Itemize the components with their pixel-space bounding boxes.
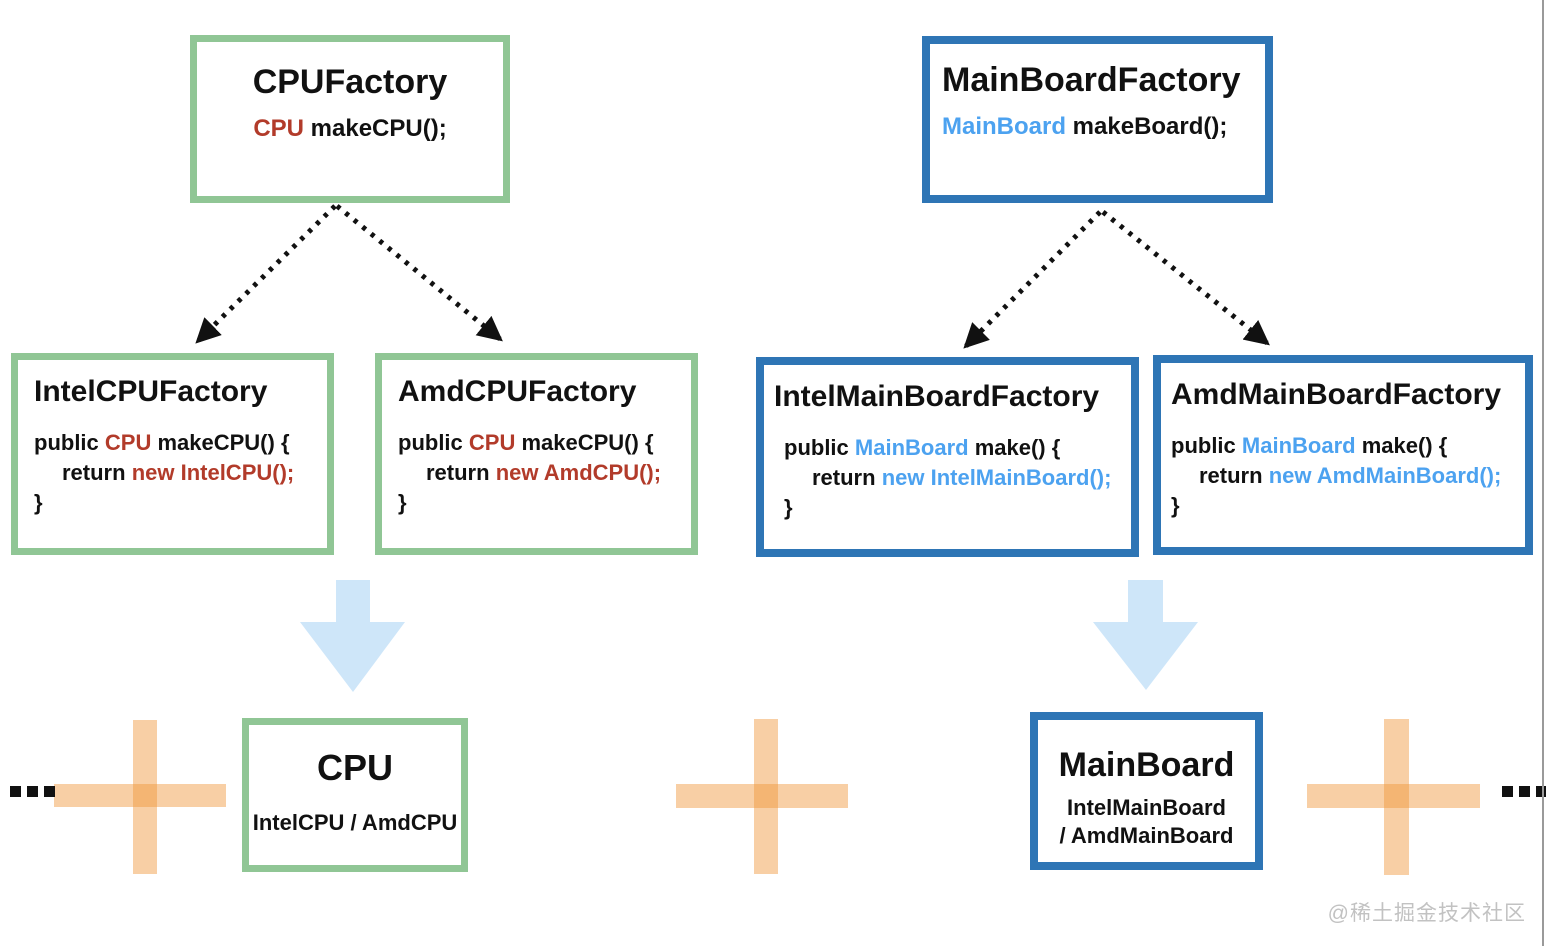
- product-subtitle-line1: IntelMainBoard: [1067, 795, 1226, 820]
- method-name: make() {: [968, 435, 1061, 460]
- inheritance-arrow-mbfactory-amd: [1101, 210, 1270, 346]
- new-expression: new IntelMainBoard();: [881, 465, 1112, 490]
- ellipsis-left: ...: [10, 786, 55, 797]
- inheritance-arrow-cpufactory-intel: [195, 204, 337, 344]
- code-line: }: [1171, 491, 1525, 521]
- code-line: public MainBoard make() {: [1171, 431, 1525, 461]
- keyword-return: return: [812, 465, 882, 490]
- code-line: public CPU makeCPU() {: [398, 428, 691, 458]
- new-expression: new IntelCPU();: [131, 460, 295, 485]
- class-box-cpu-factory: CPUFactory CPU makeCPU();: [190, 35, 510, 203]
- ellipsis-dot: [44, 786, 55, 797]
- class-title: CPUFactory: [252, 63, 448, 101]
- method-name: makeCPU() {: [515, 430, 654, 455]
- code-line: public MainBoard make() {: [784, 433, 1131, 463]
- class-box-cpu-product: CPU IntelCPU / AmdCPU: [242, 718, 468, 872]
- class-title: MainBoard: [1058, 746, 1235, 784]
- return-type: CPU: [104, 430, 152, 455]
- produces-arrow-mainboard-icon: [1093, 580, 1198, 690]
- class-title: AmdCPUFactory: [398, 375, 637, 408]
- return-type: MainBoard: [1241, 433, 1356, 458]
- method-name: makeCPU() {: [151, 430, 290, 455]
- closing-brace: }: [784, 495, 793, 520]
- code-line: return new AmdCPU();: [398, 458, 691, 488]
- produces-arrow-cpu-icon: [300, 580, 405, 692]
- keyword-return: return: [426, 460, 496, 485]
- watermark: @稀土掘金技术社区: [1327, 902, 1526, 925]
- class-title: AmdMainBoardFactory: [1171, 378, 1502, 411]
- plus-vertical-bar: [1384, 719, 1409, 875]
- inheritance-arrow-mbfactory-intel: [963, 210, 1102, 349]
- product-subtitle-line2: / AmdMainBoard: [1059, 823, 1234, 848]
- inheritance-arrow-cpufactory-amd: [335, 204, 503, 342]
- return-type: MainBoard: [942, 113, 1067, 140]
- return-type: MainBoard: [854, 435, 969, 460]
- keyword-return: return: [62, 460, 132, 485]
- keyword-public: public: [1171, 433, 1242, 458]
- ellipsis-dot: [1519, 786, 1530, 797]
- return-type: CPU: [253, 115, 304, 142]
- class-box-intel-cpu-factory: IntelCPUFactory public CPU makeCPU() { r…: [11, 353, 334, 555]
- code-block: public CPU makeCPU() { return new AmdCPU…: [398, 428, 691, 518]
- method-signature: CPU makeCPU();: [197, 114, 503, 144]
- class-title: IntelCPUFactory: [34, 375, 268, 408]
- keyword-public: public: [398, 430, 469, 455]
- return-type: CPU: [468, 430, 516, 455]
- code-block: public MainBoard make() { return new Amd…: [1171, 431, 1525, 521]
- code-line: return new AmdMainBoard();: [1171, 461, 1525, 491]
- new-expression: new AmdCPU();: [495, 460, 662, 485]
- code-block: public CPU makeCPU() { return new IntelC…: [34, 428, 327, 518]
- class-box-amd-cpu-factory: AmdCPUFactory public CPU makeCPU() { ret…: [375, 353, 698, 555]
- code-line: }: [34, 488, 327, 518]
- code-line: return new IntelCPU();: [34, 458, 327, 488]
- new-expression: new AmdMainBoard();: [1268, 463, 1502, 488]
- plus-vertical-bar: [754, 719, 778, 874]
- class-title: CPU: [316, 747, 393, 788]
- plus-horizontal-bar: [1307, 784, 1480, 808]
- ellipsis-dot: [1502, 786, 1513, 797]
- closing-brace: }: [398, 490, 407, 515]
- class-title: MainBoardFactory: [942, 61, 1241, 99]
- ellipsis-dot: [27, 786, 38, 797]
- code-line: }: [398, 488, 691, 518]
- class-box-intel-mainboard-factory: IntelMainBoardFactory public MainBoard m…: [756, 357, 1139, 557]
- ellipsis-dot: [10, 786, 21, 797]
- keyword-public: public: [784, 435, 855, 460]
- method-name: makeCPU();: [303, 115, 447, 142]
- code-block: public MainBoard make() { return new Int…: [774, 433, 1131, 523]
- page-edge-line: [1542, 0, 1544, 946]
- plus-horizontal-bar: [54, 784, 226, 807]
- plus-vertical-bar: [133, 720, 157, 874]
- code-line: }: [784, 493, 1131, 523]
- product-subtitle: IntelCPU / AmdCPU: [252, 810, 458, 835]
- keyword-public: public: [34, 430, 105, 455]
- class-box-mainboard-factory: MainBoardFactory MainBoard makeBoard();: [922, 36, 1273, 203]
- method-signature: MainBoard makeBoard();: [942, 112, 1265, 142]
- closing-brace: }: [1171, 493, 1180, 518]
- code-line: return new IntelMainBoard();: [784, 463, 1131, 493]
- plus-horizontal-bar: [676, 784, 848, 808]
- closing-brace: }: [34, 490, 43, 515]
- code-line: public CPU makeCPU() {: [34, 428, 327, 458]
- method-name: makeBoard();: [1066, 113, 1228, 140]
- class-box-amd-mainboard-factory: AmdMainBoardFactory public MainBoard mak…: [1153, 355, 1533, 555]
- class-title: IntelMainBoardFactory: [774, 380, 1100, 413]
- class-box-mainboard-product: MainBoard IntelMainBoard / AmdMainBoard: [1030, 712, 1263, 870]
- keyword-return: return: [1199, 463, 1269, 488]
- ellipsis-right: ...: [1502, 786, 1546, 797]
- ellipsis-dot: [1536, 786, 1546, 797]
- method-name: make() {: [1355, 433, 1448, 458]
